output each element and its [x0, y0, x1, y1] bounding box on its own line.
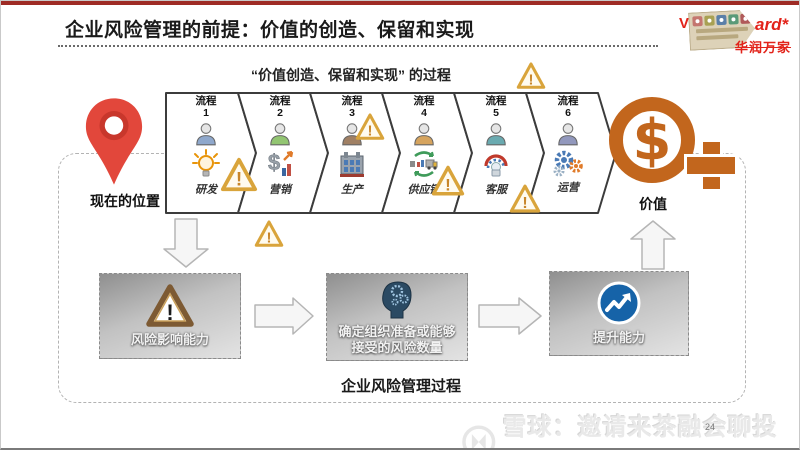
person-icon: [270, 123, 290, 146]
svg-text:!: !: [529, 71, 534, 88]
brand-subtitle: 华润万家: [735, 40, 792, 55]
head-gears-icon: [382, 281, 412, 319]
step-label: 营销: [269, 184, 291, 197]
person-icon: [486, 123, 506, 146]
growth-arrow-icon: [597, 281, 641, 325]
warning-icon: !: [355, 113, 385, 140]
brand-name: ard*: [755, 15, 789, 34]
step-label: 客服: [485, 184, 507, 197]
value-label: 价值: [639, 196, 667, 212]
xueqiu-logo-icon: [462, 425, 496, 448]
svg-text:!: !: [445, 175, 451, 194]
box-label: 提升能力: [592, 330, 645, 346]
warning-icon: !: [220, 157, 258, 192]
brand-prefix: V: [679, 15, 690, 32]
brand-logo: V ard* 华润万家: [677, 7, 793, 55]
warning-triangle-icon: !: [146, 284, 194, 327]
risk-appetite-box: 确定组织准备或能够 接受的风险数量: [326, 273, 468, 361]
lightbulb-icon: [192, 149, 220, 177]
value-dollar-icon: $: [607, 95, 735, 195]
capability-improvement-box: 提升能力: [549, 271, 689, 356]
warning-icon: !: [254, 220, 284, 247]
svg-text:!: !: [236, 169, 242, 190]
page-number: 24: [705, 422, 716, 432]
person-icon: [414, 123, 434, 146]
step-label: 研发: [195, 184, 217, 197]
page-title: 企业风险管理的前提：价值的创造、保留和实现: [65, 20, 475, 41]
title-underline: [58, 45, 658, 47]
step-label: 生产: [341, 184, 363, 197]
svg-text:!: !: [267, 229, 272, 246]
risk-impact-box: ! 风险影响能力: [99, 273, 241, 359]
box-label: 确定组织准备或能够 接受的风险数量: [338, 323, 456, 355]
svg-text:$: $: [268, 150, 280, 175]
watermark-text: 雪球：邀请来茶融会聊投资: [502, 414, 778, 441]
warning-icon: !: [516, 62, 546, 89]
top-red-bar: [1, 1, 799, 5]
factory-icon: [340, 152, 364, 178]
watermark: 雪球：邀请来茶融会聊投资: [461, 407, 799, 448]
process-caption: “价值创造、保留和实现” 的过程: [251, 67, 451, 83]
warning-icon: !: [431, 165, 465, 196]
headset-gauge-icon: [484, 154, 508, 177]
bottom-process-caption: 企业风险管理过程: [340, 378, 461, 395]
current-position-label: 现在的位置: [90, 193, 160, 209]
person-icon: [196, 123, 216, 146]
step-label: 运营: [557, 182, 579, 195]
person-icon: [558, 123, 578, 146]
dollar-chart-icon: $: [268, 150, 294, 177]
warning-icon: !: [509, 184, 541, 213]
box-label: 风险影响能力: [130, 331, 209, 347]
svg-text:!: !: [368, 122, 373, 139]
svg-text:!: !: [522, 195, 527, 212]
svg-text:!: !: [166, 300, 173, 325]
gears-icon: [553, 150, 583, 177]
location-pin-icon: [83, 96, 145, 193]
